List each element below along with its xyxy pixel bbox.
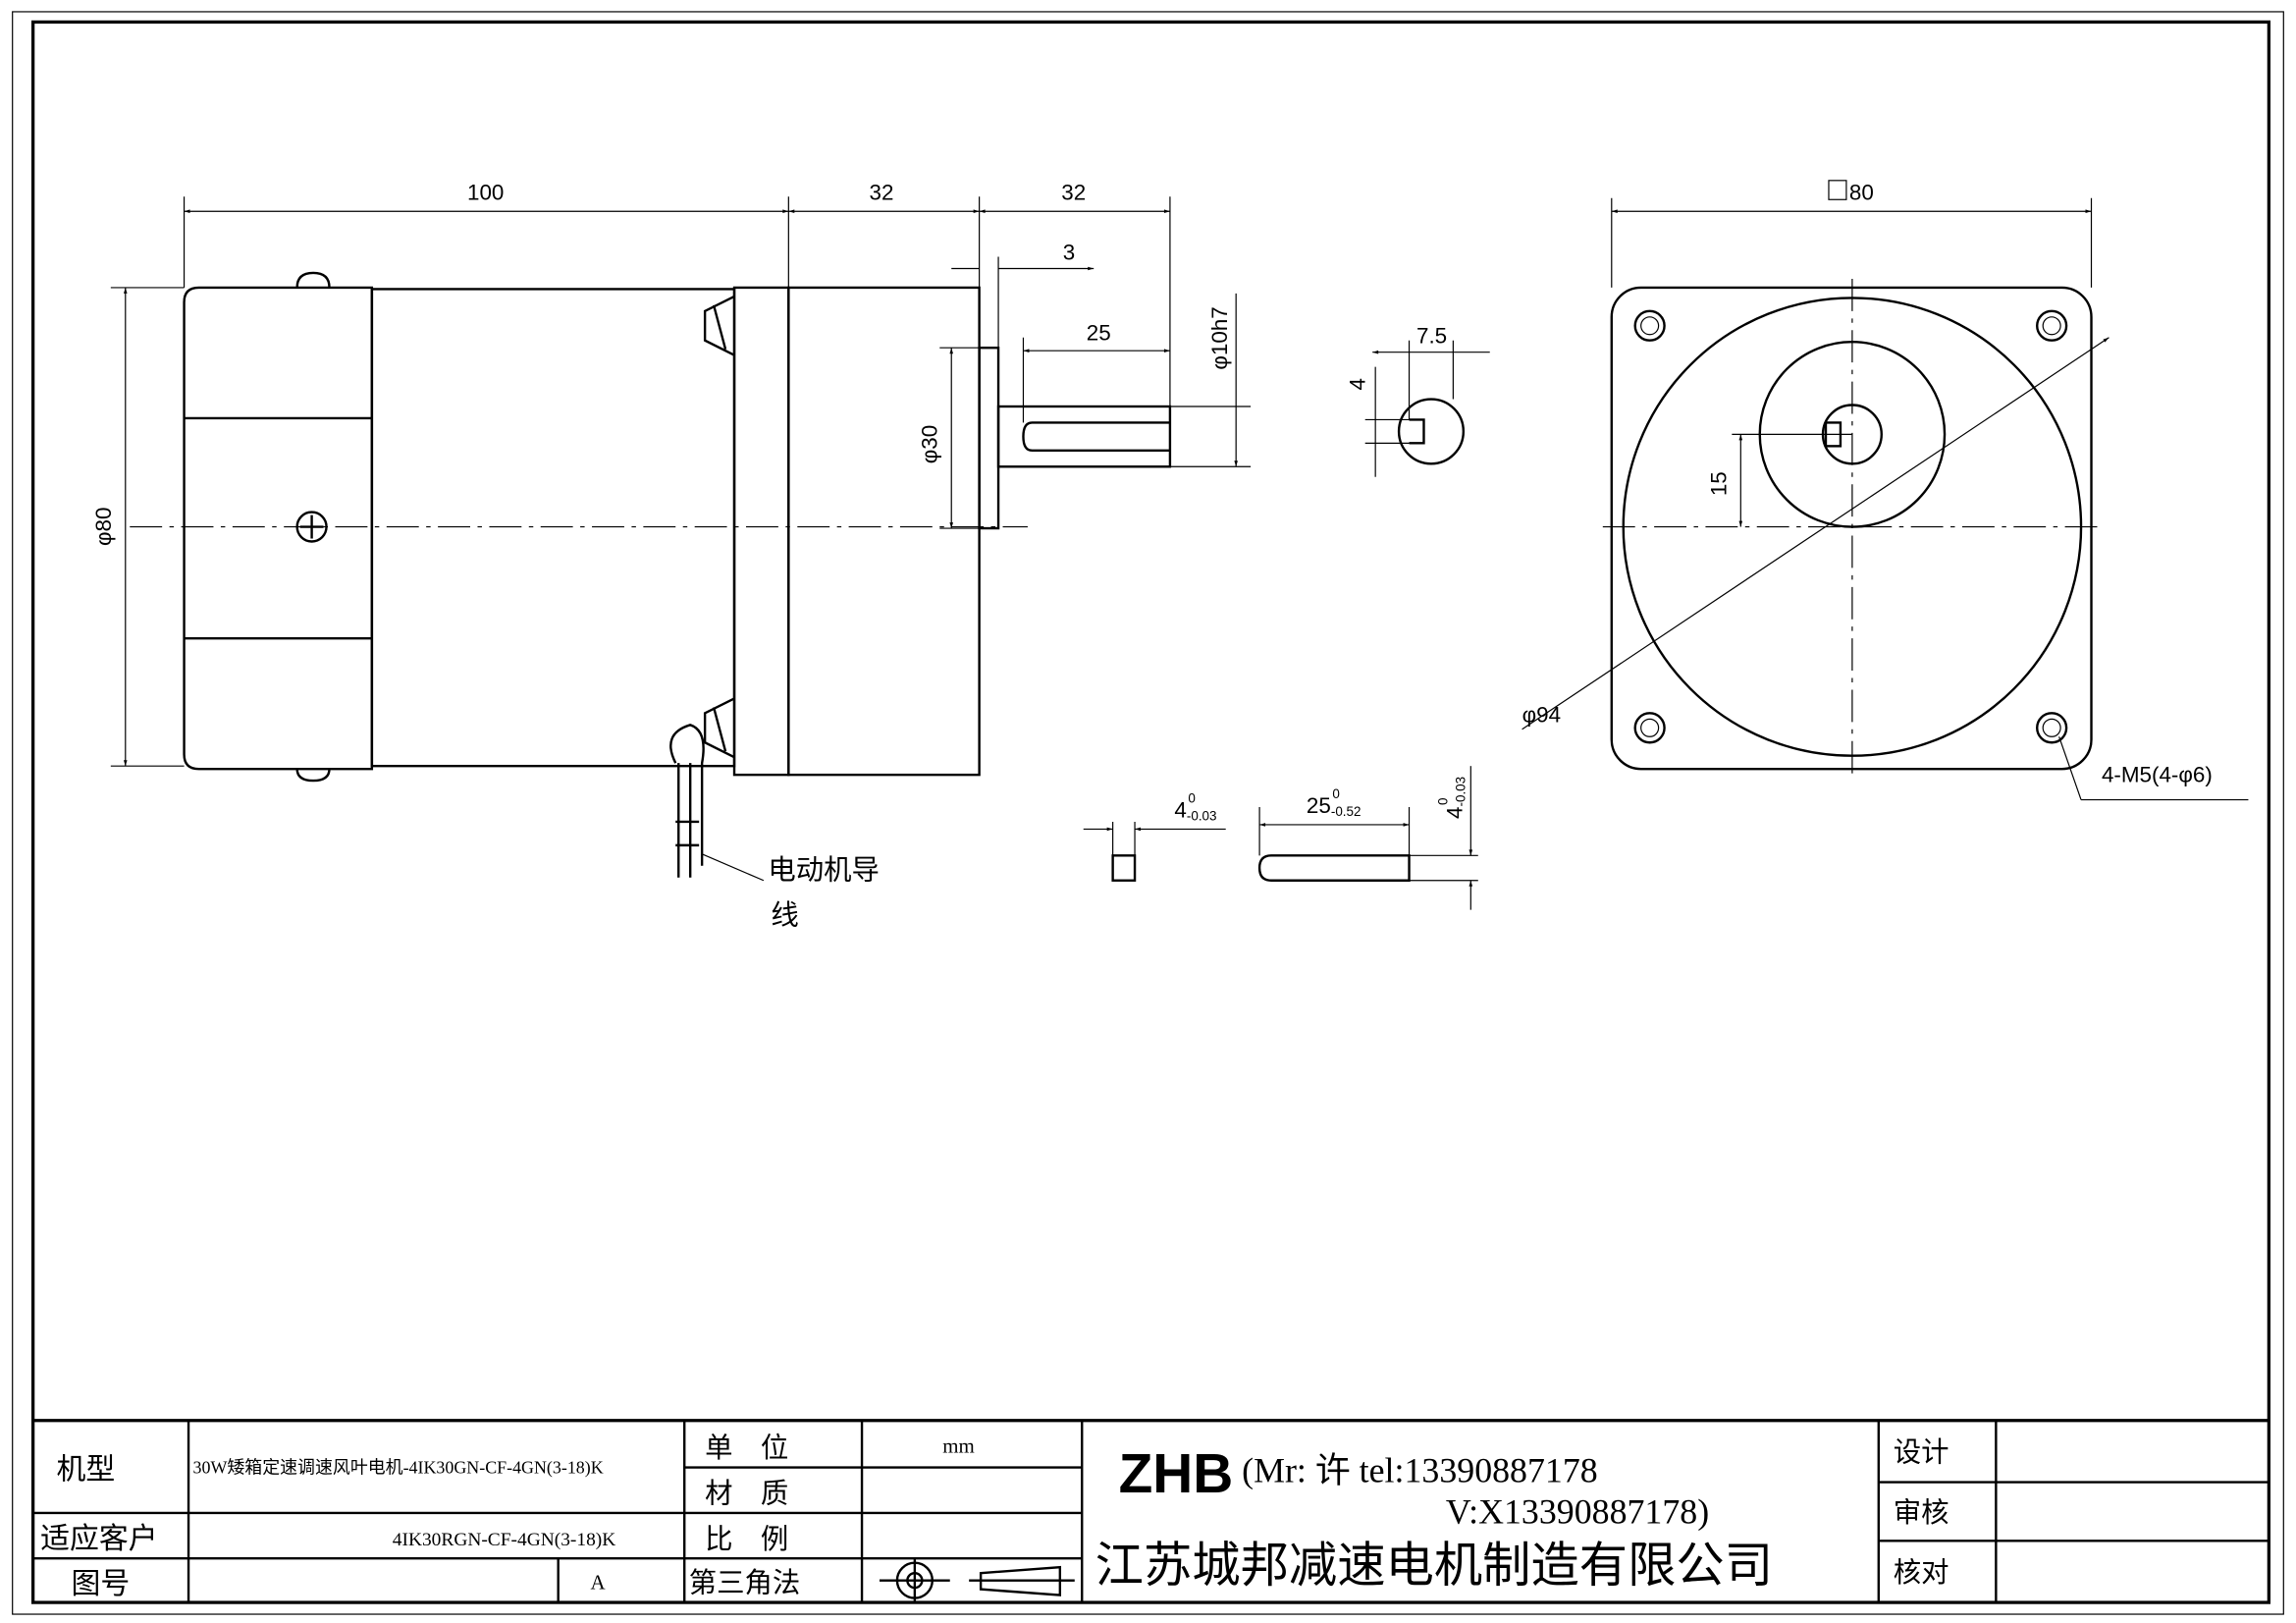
dim-body-diameter: φ80 (91, 508, 116, 546)
outer-border (12, 11, 2284, 1615)
review-label: 审核 (1894, 1496, 1949, 1529)
shaft-section: 7.5 4 (1346, 324, 1490, 477)
unit-label: 单 位 (705, 1432, 788, 1464)
title-block: 机型 30W矮箱定速调速风叶电机-4IK30GN-CF-4GN(3-18)K 适… (32, 1419, 2269, 1603)
dim-pcd: φ94 (1522, 702, 1561, 727)
dim-body-length: 100 (467, 180, 504, 204)
dim-key-length-tol: 250-0.52 (1307, 786, 1362, 819)
motor-wires (669, 724, 705, 878)
dim-boss-diameter: φ30 (917, 425, 941, 463)
revision: A (591, 1571, 606, 1595)
contact-line-2: V:X13390887178) (1446, 1491, 1709, 1531)
dim-square: 80 (1849, 180, 1874, 204)
wire-label: 电动机导 (768, 853, 880, 886)
side-view: 100 32 32 3 25 φ10h7 φ30 φ80 电动机导 线 (91, 180, 1252, 932)
check-label: 核对 (1894, 1556, 1949, 1589)
model-label: 机型 (57, 1453, 116, 1488)
dim-key-width: 40-0.03 (1174, 791, 1216, 824)
dim-key-height: 40-0.03 (1435, 777, 1468, 819)
dim-flange-length: 32 (870, 180, 894, 204)
wire-label-2: 线 (771, 899, 798, 932)
dim-shaft-diameter: φ10h7 (1207, 306, 1232, 369)
brand-logo: ZHB (1119, 1443, 1234, 1505)
mounting-holes (1633, 309, 2068, 744)
dim-offset: 15 (1706, 471, 1731, 496)
customer-value: 4IK30RGN-CF-4GN(3-18)K (393, 1530, 615, 1550)
third-angle-projection-icon (879, 1558, 1075, 1603)
dim-shoulder: 3 (1063, 241, 1075, 265)
key-details: 40-0.03 250-0.52 40-0.03 (1083, 766, 1478, 910)
design-label: 设计 (1894, 1436, 1949, 1469)
material-label: 材 质 (705, 1477, 788, 1509)
customer-label: 适应客户 (40, 1522, 158, 1556)
scale-label: 比 例 (705, 1523, 788, 1555)
company-name: 江苏城邦减速电机制造有限公司 (1095, 1537, 1773, 1594)
dim-holes: 4-M5(4-φ6) (2102, 763, 2213, 787)
contact-line-1: (Mr: 许 tel:13390887178 (1242, 1451, 1598, 1490)
dim-key-length: 25 (1087, 321, 1111, 346)
projection-label: 第三角法 (689, 1567, 801, 1599)
dim-shaft-length: 32 (1061, 180, 1086, 204)
dim-key-depth: 4 (1346, 378, 1370, 390)
drawing-frame (30, 20, 2270, 1604)
model-value: 30W矮箱定速调速风叶电机-4IK30GN-CF-4GN(3-18)K (193, 1458, 604, 1479)
dim-key-position: 7.5 (1416, 324, 1447, 349)
drawing-no-label: 图号 (71, 1567, 130, 1601)
front-view: φ94 80 15 4-M5(4-φ6) (1522, 180, 2249, 801)
unit-value: mm (942, 1434, 975, 1458)
